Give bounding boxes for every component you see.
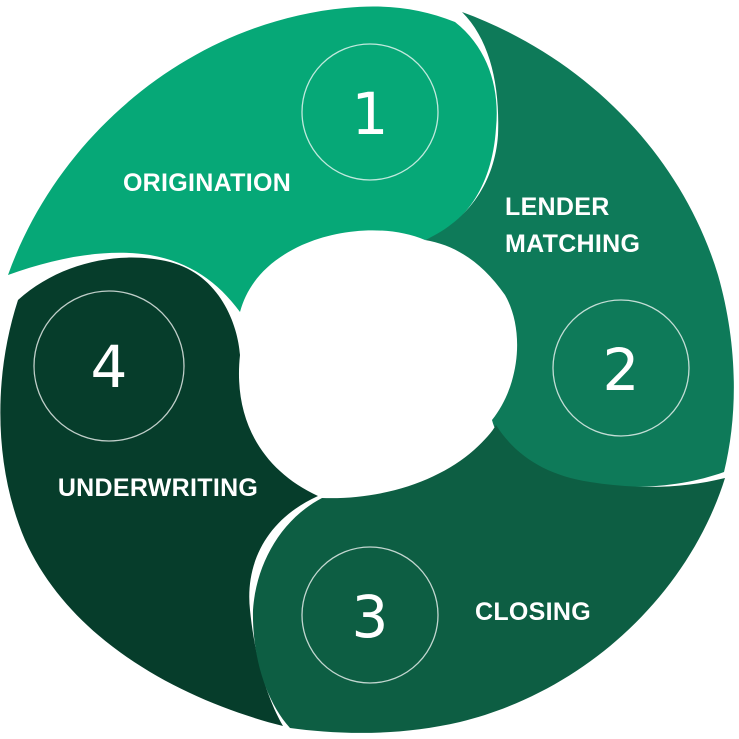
step-circle-2	[552, 299, 690, 437]
step-circle-4	[33, 290, 185, 442]
step-circle-3	[301, 546, 439, 684]
segment-shape-origination	[8, 6, 497, 312]
step-number-3: 3	[352, 583, 389, 651]
step-label-closing: CLOSING	[475, 598, 591, 626]
segment-origination: 1 ORIGINATION	[8, 6, 497, 312]
segment-shape-lender-matching	[425, 12, 734, 487]
segment-closing: 3 CLOSING	[252, 425, 725, 733]
step-circle-1	[301, 43, 439, 181]
segment-shape-underwriting	[0, 257, 319, 726]
step-number-2: 2	[603, 336, 640, 404]
segment-shape-closing	[252, 425, 725, 733]
step-label-matching: MATCHING	[505, 230, 640, 258]
step-number-4: 4	[91, 333, 128, 401]
segment-underwriting: 4 UNDERWRITING	[0, 257, 319, 726]
step-label-lender: LENDER	[505, 193, 610, 221]
step-label-underwriting: UNDERWRITING	[58, 474, 258, 502]
step-label-origination: ORIGINATION	[123, 169, 291, 197]
step-number-1: 1	[352, 80, 389, 148]
segment-lender-matching: 2 LENDER MATCHING	[425, 12, 734, 487]
